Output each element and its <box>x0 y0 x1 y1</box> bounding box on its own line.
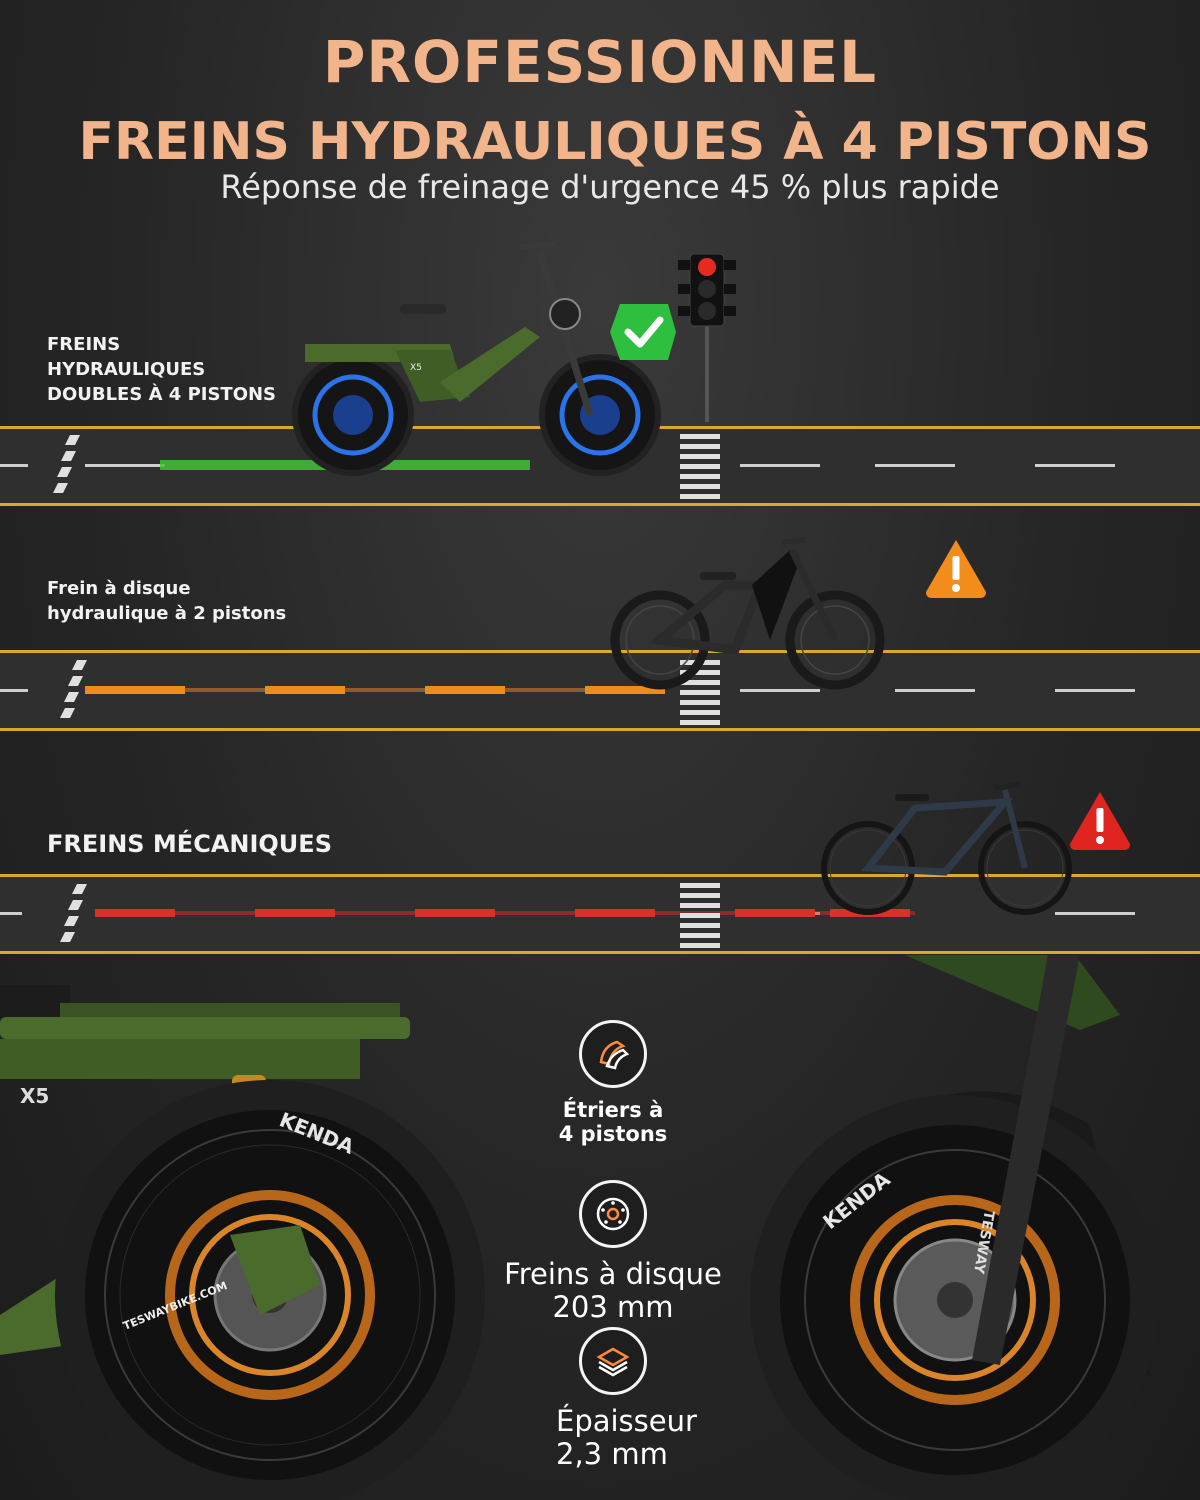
road-scene-3 <box>0 781 1200 954</box>
title-hydraulic-brakes: FREINS HYDRAULIQUES À 4 PISTONS <box>78 112 1152 172</box>
title-professional: PROFESSIONNEL <box>322 28 878 96</box>
rear-wheel-closeup: X5 KENDA TESWAYBIKE.COM <box>0 985 485 1500</box>
start-line <box>60 884 87 942</box>
warning-icon <box>952 556 960 592</box>
road-line-bottom <box>0 951 1200 954</box>
start-line <box>53 435 80 493</box>
lane-dashes <box>0 689 1135 692</box>
rear-frame-model-label: X5 <box>20 1084 49 1108</box>
brake-disc-icon <box>596 1197 630 1231</box>
label-2-pistons: Frein à disque hydraulique à 2 pistons <box>47 578 287 625</box>
start-line <box>60 660 87 718</box>
label-mechanical: FREINS MÉCANIQUES <box>47 830 332 858</box>
traffic-light-icon <box>678 253 736 422</box>
feature-icon-circle <box>579 1180 647 1248</box>
feature-icon-circle <box>579 1327 647 1395</box>
front-wheel-closeup: KENDA TESWAY <box>750 955 1160 1500</box>
green-ebike: X5 <box>292 241 661 476</box>
feature-icon-circle <box>579 1020 647 1088</box>
feature-disc: Freins à disque 203 mm <box>463 1180 763 1325</box>
road-scene-2 <box>0 537 1200 731</box>
comparison-row-mechanical: FREINS MÉCANIQUES <box>0 760 1200 960</box>
feature-calipers-text: Étriers à 4 pistons <box>558 1098 668 1147</box>
comparison-row-4-pistons: X5 FREINS HYDRAULIQUES DOUBLES À 4 PISTO… <box>0 232 1200 517</box>
lane-dashes <box>0 464 1115 467</box>
feature-disc-text: Freins à disque 203 mm <box>504 1257 722 1325</box>
check-icon <box>624 316 664 348</box>
road-scene-1: X5 <box>0 241 1200 506</box>
city-bike <box>821 781 1072 915</box>
braking-trail-orange <box>85 686 665 694</box>
danger-icon <box>1096 808 1104 844</box>
status-danger-badge <box>1070 792 1130 850</box>
road-line-top <box>0 874 1200 877</box>
status-ok-badge <box>610 304 676 360</box>
feature-calipers: Étriers à 4 pistons <box>463 1020 763 1146</box>
subtitle-braking-response: Réponse de freinage d'urgence 45 % plus … <box>220 168 1000 206</box>
label-4-pistons: FREINS HYDRAULIQUES DOUBLES À 4 PISTONS <box>47 334 277 406</box>
status-warning-badge <box>926 540 986 598</box>
brake-caliper-icon <box>599 1040 630 1070</box>
feature-thickness: Épaisseur 2,3 mm <box>443 1327 783 1472</box>
crosswalk <box>680 883 720 948</box>
badge-bg <box>610 304 676 360</box>
road-line-bottom <box>0 503 1200 506</box>
feature-thickness-text: Épaisseur 2,3 mm <box>556 1404 697 1472</box>
frame-model-label: X5 <box>410 363 422 373</box>
closeup-illustration: X5 KENDA TESWAYBIKE.COM KENDA TESWAY <box>0 955 1160 1500</box>
brake-closeup-section: X5 KENDA TESWAYBIKE.COM KENDA TESWAY <box>0 955 1200 1500</box>
crosswalk <box>680 434 720 499</box>
dark-ebike <box>610 537 885 690</box>
road-line-top <box>0 650 1200 653</box>
layers-icon <box>596 1347 630 1377</box>
road-line-bottom <box>0 728 1200 731</box>
comparison-row-2-pistons: Frein à disque hydraulique à 2 pistons <box>0 520 1200 740</box>
